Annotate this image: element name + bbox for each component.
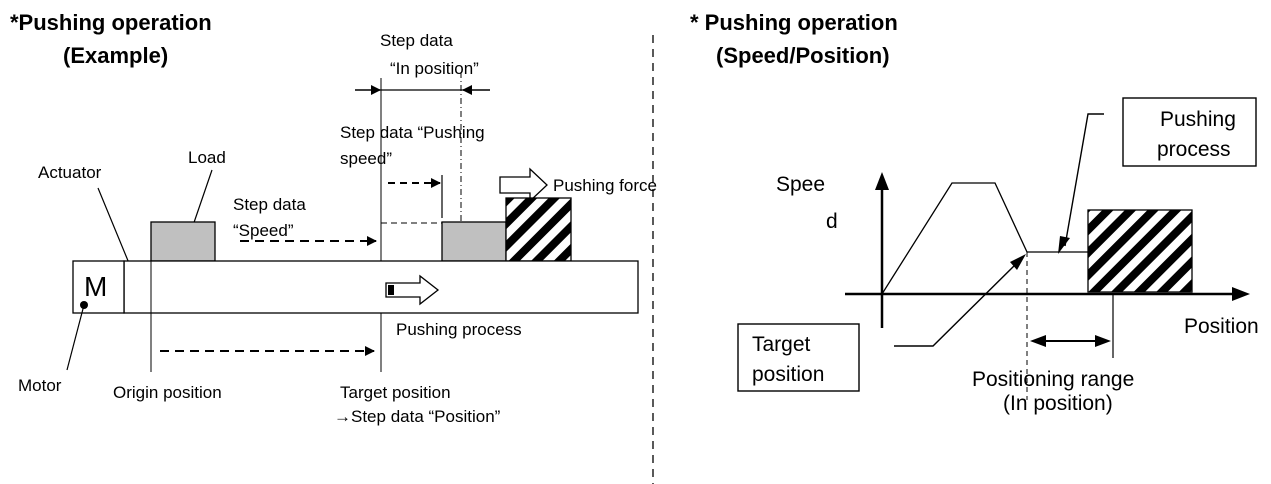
right-title-line2: (Speed/Position) bbox=[716, 43, 890, 68]
pushing-process-box bbox=[1122, 97, 1257, 167]
workpiece-hatched-left bbox=[505, 197, 572, 262]
actuator-label: Actuator bbox=[38, 163, 102, 182]
step-data-speed-label-1: Step data bbox=[233, 195, 306, 214]
position-axis-arrowhead bbox=[1232, 287, 1250, 301]
left-title-line2: (Example) bbox=[63, 43, 168, 68]
step-data-speed-label-2: “Speed” bbox=[233, 221, 294, 240]
step-data-pushing-speed-label-2: speed” bbox=[340, 149, 392, 168]
motor-leader-line bbox=[66, 304, 85, 371]
speed-axis-label-2: d bbox=[826, 210, 838, 233]
load-block-pushing bbox=[441, 221, 507, 262]
pushing-process-arrow bbox=[385, 274, 440, 306]
positioning-range-label-1: Positioning range bbox=[972, 368, 1134, 391]
target-position-leader bbox=[894, 261, 1019, 347]
actuator-body bbox=[123, 260, 639, 314]
pushing-process-leader bbox=[1064, 113, 1104, 247]
target-position-box-line1: Target bbox=[752, 333, 811, 356]
right-title-line1: * Pushing operation bbox=[690, 10, 898, 35]
pushing-process-arrow-tail bbox=[388, 285, 394, 295]
target-position-label-1: Target position bbox=[340, 383, 451, 402]
position-axis-label: Position bbox=[1184, 315, 1259, 338]
positioning-range-label-2: (In position) bbox=[1003, 392, 1113, 415]
speed-axis-arrowhead bbox=[875, 172, 889, 190]
load-label: Load bbox=[188, 148, 226, 167]
workpiece-hatched-right bbox=[1087, 209, 1193, 293]
step-data-pushing-speed-label-1: Step data “Pushing bbox=[340, 123, 485, 142]
motor-label: Motor bbox=[18, 376, 62, 395]
pushing-force-arrow bbox=[499, 167, 548, 203]
pushing-process-leader-head bbox=[1058, 236, 1070, 254]
target-position-box bbox=[737, 323, 860, 392]
pushing-force-label: Pushing force bbox=[553, 176, 657, 195]
motor-letter: M bbox=[84, 271, 107, 302]
target-position-label-2: →Step data “Position” bbox=[334, 407, 501, 426]
load-block-start bbox=[150, 221, 216, 262]
step-data-in-position-label-1: Step data bbox=[380, 31, 453, 50]
speed-profile-line bbox=[881, 182, 1088, 295]
target-position-leader-head bbox=[1010, 254, 1026, 270]
step-data-in-position-label-2: “In position” bbox=[390, 59, 479, 78]
pushing-process-label: Pushing process bbox=[396, 320, 522, 339]
positioning-range-arrowhead-left bbox=[1030, 335, 1046, 347]
speed-axis-label-1: Spee bbox=[776, 173, 825, 196]
pushing-process-box-line2: process bbox=[1157, 138, 1231, 161]
pushing-process-box-line1: Pushing bbox=[1160, 108, 1236, 131]
positioning-range-arrowhead-right bbox=[1095, 335, 1111, 347]
origin-position-label: Origin position bbox=[113, 383, 222, 402]
left-title-line1: *Pushing operation bbox=[10, 10, 212, 35]
target-position-box-line2: position bbox=[752, 363, 824, 386]
